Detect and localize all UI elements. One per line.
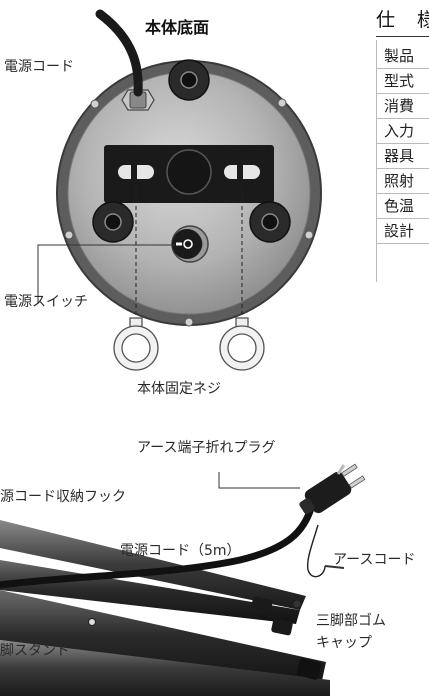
tripod-stand-label: 脚スタンド <box>0 643 70 659</box>
power-cord-label-top: 電源コード <box>4 59 74 75</box>
ground-cord-label: アースコード <box>333 552 416 568</box>
spec-row-divider <box>376 168 429 169</box>
screw <box>277 98 287 108</box>
spec-row: 型式 <box>384 72 415 90</box>
ground-plug-label: アース端子折れプラグ <box>137 440 276 456</box>
spec-row-divider <box>376 218 429 219</box>
power-cord-bottom <box>95 9 143 97</box>
screw <box>64 230 74 240</box>
power-switch <box>171 225 209 263</box>
power-switch-label: 電源スイッチ <box>4 294 88 310</box>
rubber-cap <box>271 618 293 636</box>
rubber-cap <box>296 658 322 680</box>
leg-screw <box>88 618 96 626</box>
foot-left <box>92 201 134 243</box>
ground-terminal <box>324 565 345 569</box>
spec-row-divider <box>376 93 429 94</box>
spec-row: 色温 <box>384 197 415 215</box>
plug-leader-line <box>218 472 300 489</box>
screw <box>184 317 194 327</box>
spec-row: 消費 <box>384 97 415 115</box>
ground-plug <box>299 463 366 515</box>
rubber-cap-label-line1: 三脚部ゴム <box>316 613 386 629</box>
screw <box>304 230 314 240</box>
eye-bolt-left <box>113 317 159 371</box>
rubber-cap <box>251 596 273 613</box>
spec-row: 設計 <box>384 222 415 240</box>
spec-row-divider <box>376 68 429 69</box>
tripod-leg-1 <box>0 520 306 610</box>
tripod-leg-4 <box>0 640 330 696</box>
spec-row: 製品 <box>384 47 415 65</box>
eye-bolt-right <box>219 317 265 371</box>
spec-row: 器具 <box>384 147 415 165</box>
spec-heading-rule <box>376 36 429 37</box>
plug-prong-bent <box>336 464 346 475</box>
spec-row-divider <box>376 243 429 244</box>
bracket-slot-left <box>118 162 154 182</box>
power-cord-5m-label: 電源コード（5m） <box>120 543 241 559</box>
spec-row: 照射 <box>384 172 415 190</box>
stand-view <box>0 463 366 696</box>
screw <box>90 99 100 109</box>
spec-row: 入力 <box>384 122 415 140</box>
fixing-screws-label: 本体固定ネジ <box>137 381 221 397</box>
bottom-view-title: 本体底面 <box>145 18 210 37</box>
switch-leader-line <box>37 244 175 304</box>
spec-row-divider <box>376 193 429 194</box>
foot-right <box>249 201 291 243</box>
lamp-bottom-view <box>37 9 322 371</box>
rubber-cap-label-line2: キャップ <box>316 635 372 651</box>
foot-top <box>168 59 210 101</box>
power-cord-stand <box>0 501 316 589</box>
spec-row-divider <box>376 143 429 144</box>
leg-bolt <box>293 600 301 608</box>
spec-table-left-border <box>376 40 377 282</box>
spec-table-heading: 仕 様 <box>376 9 429 31</box>
ground-cord <box>306 524 326 578</box>
cord-hook-label: 源コード収納フック <box>0 489 126 505</box>
cord-gland <box>121 89 155 111</box>
bracket-center-hole <box>166 149 212 195</box>
bracket-slot-right <box>224 162 260 182</box>
spec-row-divider <box>376 118 429 119</box>
tripod-leg-3 <box>0 590 326 690</box>
